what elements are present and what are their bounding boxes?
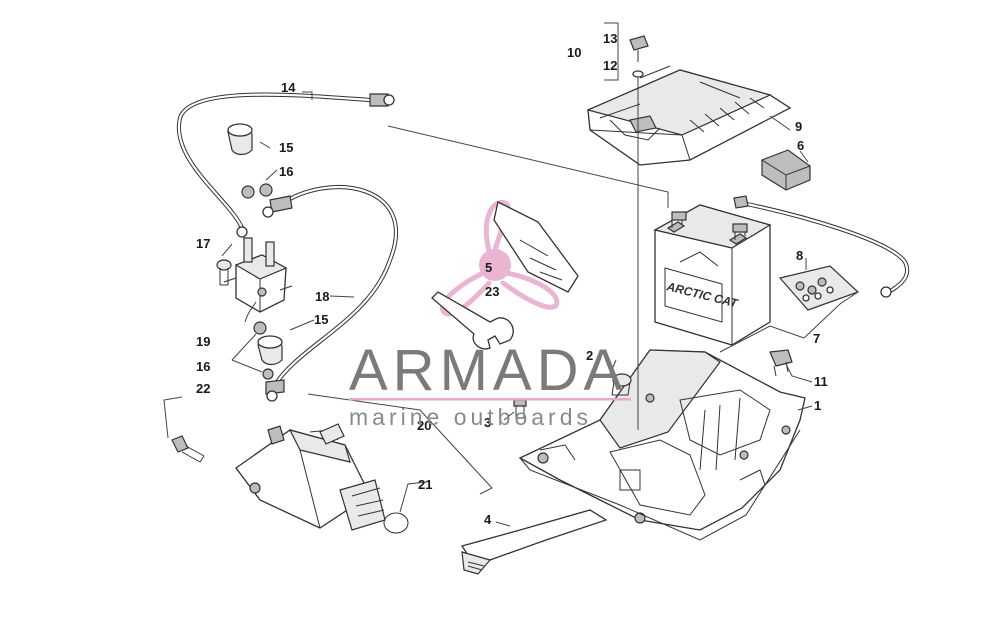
callout-15-lower: 15 bbox=[314, 312, 328, 327]
nuts-lower-part-16 bbox=[253, 321, 274, 380]
callout-5: 5 bbox=[485, 260, 492, 275]
callout-12: 12 bbox=[603, 58, 617, 73]
callout-23: 23 bbox=[485, 284, 499, 299]
starter-motor bbox=[235, 423, 386, 531]
bracket-10 bbox=[604, 22, 619, 81]
watermark-underline bbox=[349, 398, 631, 401]
battery-part-7: ARCTIC CAT bbox=[653, 204, 772, 346]
callout-6: 6 bbox=[797, 138, 804, 153]
callout-14: 14 bbox=[281, 80, 296, 95]
callout-3: 3 bbox=[484, 415, 491, 430]
washer-part-12 bbox=[632, 70, 644, 78]
tray-clip-part-11 bbox=[769, 349, 793, 377]
leader-14-to-battery bbox=[387, 125, 669, 208]
callout-22: 22 bbox=[196, 381, 210, 396]
callout-7: 7 bbox=[813, 331, 820, 346]
terminal-boot-lower-part-15 bbox=[257, 335, 283, 366]
bolt-part-17 bbox=[216, 259, 232, 286]
callout-11: 11 bbox=[814, 374, 828, 389]
starter-solenoid-part-19 bbox=[223, 237, 293, 313]
battery-cover-part-9 bbox=[586, 65, 792, 166]
tool-sheet-part-5 bbox=[493, 201, 579, 293]
callout-20: 20 bbox=[417, 418, 431, 433]
callout-4: 4 bbox=[484, 512, 492, 527]
callout-16-upper: 16 bbox=[279, 164, 293, 179]
decal-part-4 bbox=[460, 509, 608, 575]
callout-labels: 1 2 3 4 5 6 7 8 9 10 11 12 13 14 15 15 1… bbox=[196, 31, 828, 527]
callout-15-upper: 15 bbox=[279, 140, 293, 155]
nuts-upper-part-16 bbox=[241, 183, 273, 199]
callout-18: 18 bbox=[315, 289, 329, 304]
callout-21: 21 bbox=[418, 477, 432, 492]
leader-lines bbox=[163, 22, 859, 527]
callout-16-lower: 16 bbox=[196, 359, 210, 374]
logo-hub bbox=[479, 249, 511, 281]
watermark-propeller-logo bbox=[440, 199, 560, 317]
wrench-part-23 bbox=[431, 291, 514, 350]
watermark-subtitle: marine outboards bbox=[349, 404, 592, 430]
battery-tray-part-1 bbox=[518, 349, 806, 541]
terminal-boot-upper-part-15 bbox=[227, 123, 253, 156]
callout-19: 19 bbox=[196, 334, 210, 349]
starter-cable-part-18 bbox=[262, 185, 399, 402]
callout-8: 8 bbox=[796, 248, 803, 263]
watermark: ARMADA marine outboards bbox=[349, 338, 631, 430]
watermark-title: ARMADA bbox=[349, 338, 627, 403]
bracket-20 bbox=[307, 393, 493, 495]
callout-10: 10 bbox=[567, 45, 581, 60]
battery-cable-part-14 bbox=[176, 92, 395, 238]
callout-13: 13 bbox=[603, 31, 617, 46]
screw-part-2 bbox=[611, 373, 632, 396]
battery-lead-cable bbox=[733, 195, 910, 298]
callout-1: 1 bbox=[814, 398, 821, 413]
callout-2: 2 bbox=[586, 348, 593, 363]
cushion-pad-part-6 bbox=[761, 149, 811, 191]
o-ring-part-21 bbox=[383, 512, 409, 534]
starter-bolt-part-22 bbox=[171, 435, 205, 463]
callout-9: 9 bbox=[795, 119, 802, 134]
callout-17: 17 bbox=[196, 236, 210, 251]
hardware-kit-part-8 bbox=[778, 265, 860, 311]
strap-bolt-part-13 bbox=[629, 35, 649, 62]
